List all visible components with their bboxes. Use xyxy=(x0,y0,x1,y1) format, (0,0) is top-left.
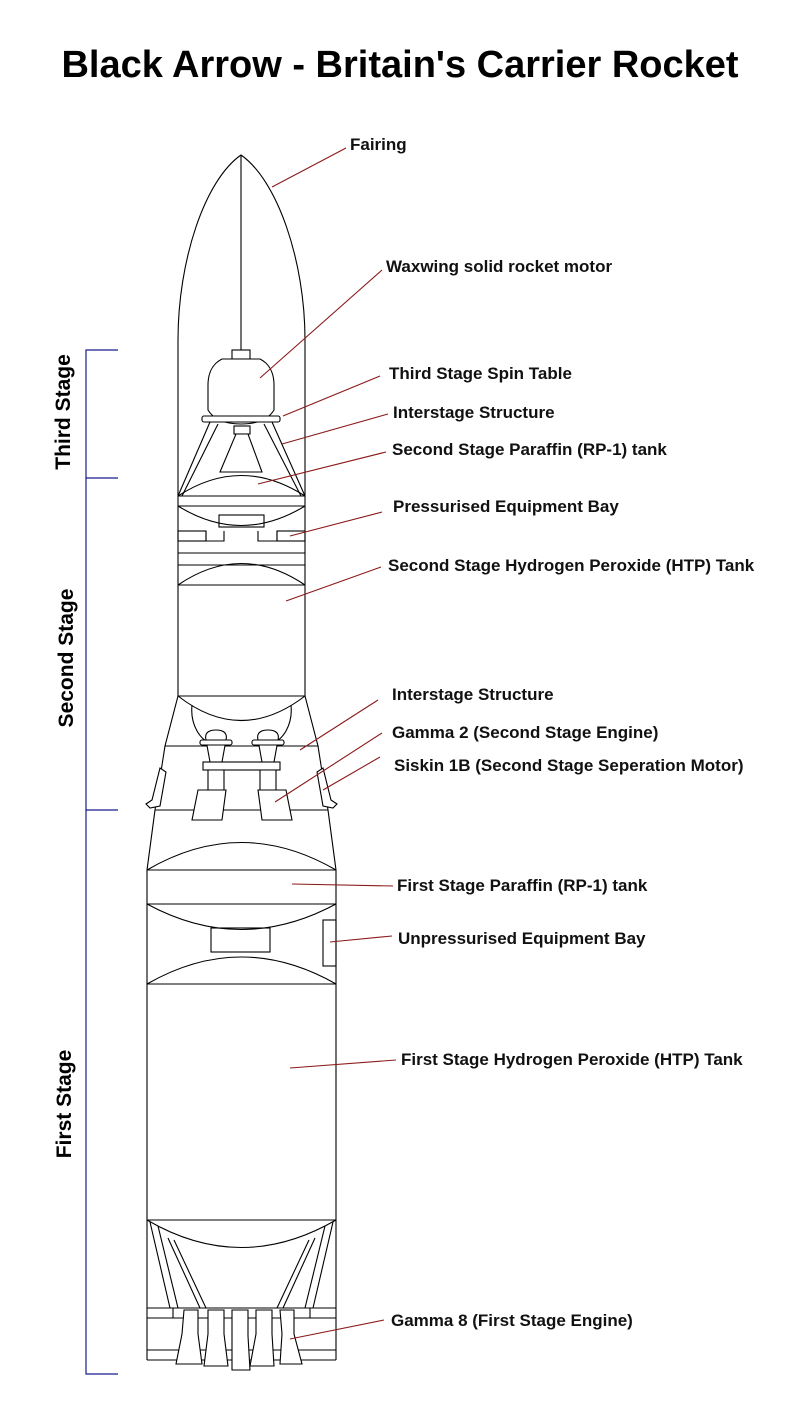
second-stage-body xyxy=(177,474,306,721)
label-gamma2: Gamma 2 (Second Stage Engine) xyxy=(392,723,658,742)
third-stage-bracket xyxy=(85,349,118,479)
label-spin-table: Third Stage Spin Table xyxy=(389,364,572,383)
stage-label-third: Third Stage xyxy=(52,354,75,470)
label-siskin: Siskin 1B (Second Stage Seperation Motor… xyxy=(394,756,744,775)
stage-label-first: First Stage xyxy=(53,1050,76,1159)
second-stage-bracket xyxy=(85,478,118,811)
leader-lines xyxy=(257,147,397,1340)
stage-brackets xyxy=(85,349,118,1375)
fairing xyxy=(177,154,306,496)
label-first-htp: First Stage Hydrogen Peroxide (HTP) Tank xyxy=(401,1050,743,1069)
label-equip-bay: Pressurised Equipment Bay xyxy=(393,497,619,516)
label-gamma8: Gamma 8 (First Stage Engine) xyxy=(391,1311,633,1330)
label-interstage-upper: Interstage Structure xyxy=(393,403,555,422)
first-stage-bracket xyxy=(85,810,118,1375)
component-labels: Fairing Waxwing solid rocket motor Third… xyxy=(350,135,755,1330)
label-waxwing: Waxwing solid rocket motor xyxy=(386,257,612,276)
label-second-rp1: Second Stage Paraffin (RP-1) tank xyxy=(392,440,667,459)
gamma8-engine-bay xyxy=(147,1221,336,1371)
page-title: Black Arrow - Britain's Carrier Rocket xyxy=(61,44,739,86)
label-first-rp1: First Stage Paraffin (RP-1) tank xyxy=(397,876,648,895)
label-interstage-lower: Interstage Structure xyxy=(392,685,554,704)
third-stage-interstage xyxy=(177,421,306,497)
label-second-htp: Second Stage Hydrogen Peroxide (HTP) Tan… xyxy=(388,556,755,575)
gamma2-engines xyxy=(191,729,293,821)
second-stage-interstage xyxy=(145,695,338,811)
first-stage-body xyxy=(146,809,337,1360)
label-fairing: Fairing xyxy=(350,135,407,154)
waxwing-motor xyxy=(201,349,281,473)
label-unpress-bay: Unpressurised Equipment Bay xyxy=(398,929,646,948)
stage-label-second: Second Stage xyxy=(55,589,78,728)
